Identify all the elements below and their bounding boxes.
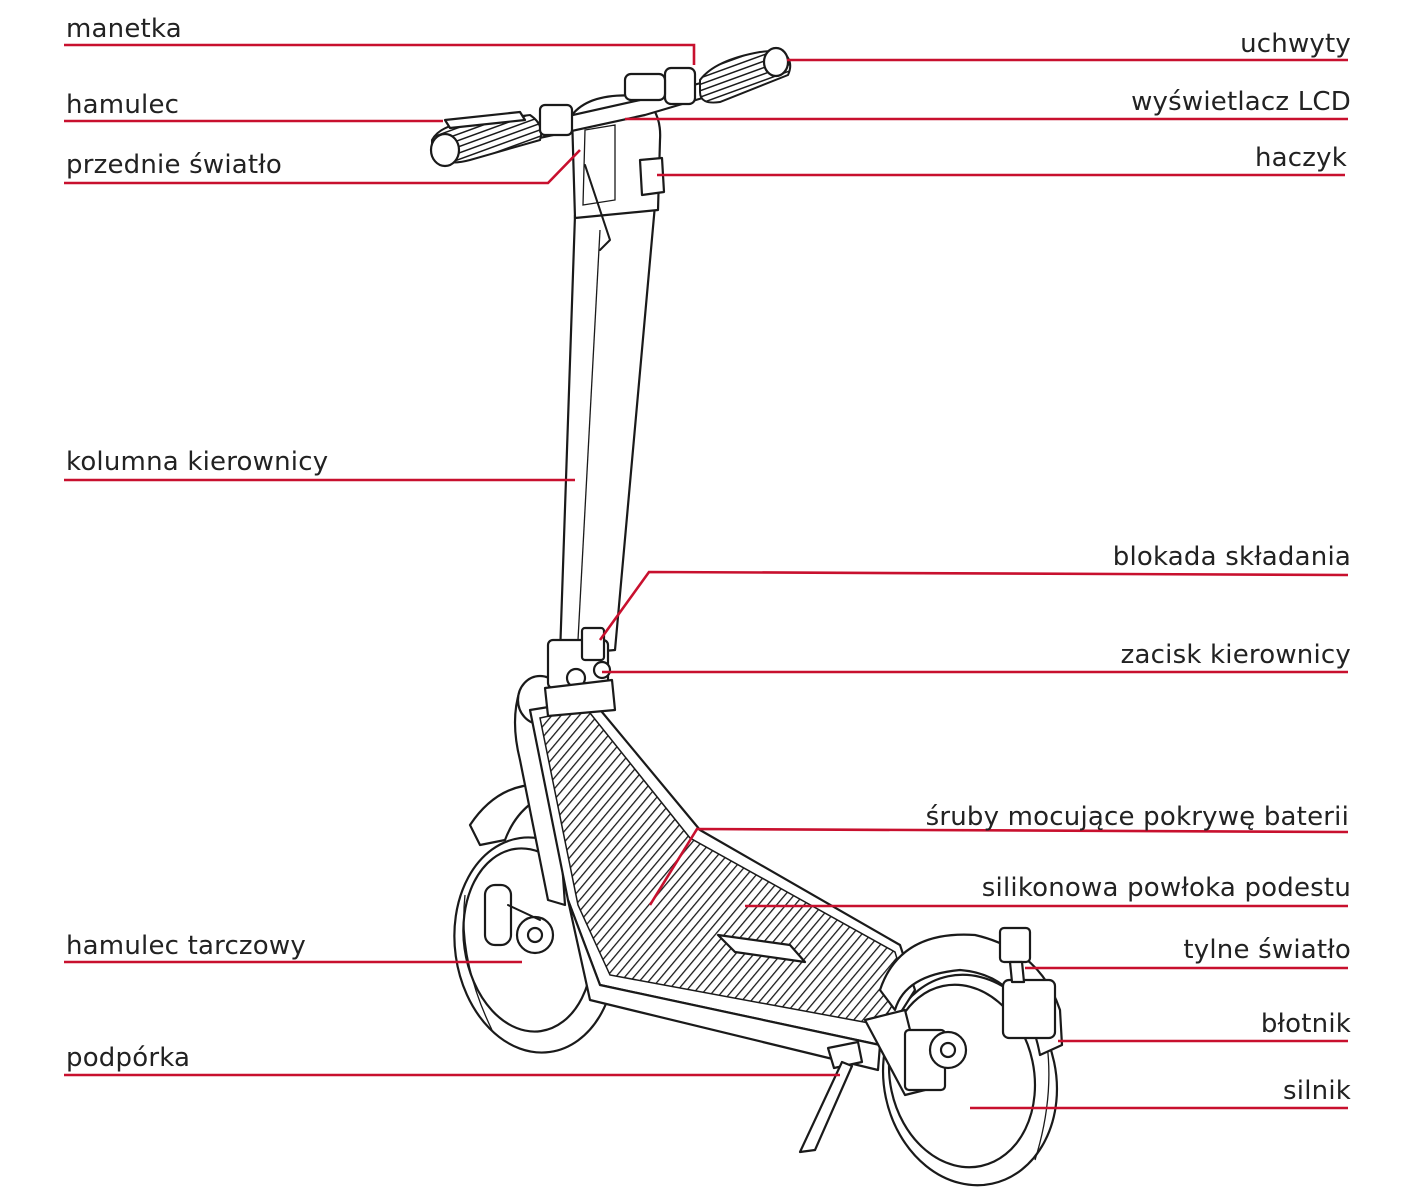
label-tylne-swiatlo: tylne światło <box>1183 935 1351 965</box>
label-podporka: podpórka <box>66 1043 191 1073</box>
label-zacisk-kierownicy: zacisk kierownicy <box>1120 640 1351 670</box>
label-silnik: silnik <box>1283 1076 1351 1106</box>
label-manetka: manetka <box>66 14 182 44</box>
stem <box>558 203 657 657</box>
label-kolumna-kierownicy: kolumna kierownicy <box>66 447 329 477</box>
label-hamulec-tarczowy: hamulec tarczowy <box>66 931 306 961</box>
label-uchwyty: uchwyty <box>1240 29 1351 59</box>
rear-fender <box>878 926 1064 1057</box>
label-haczyk: haczyk <box>1255 143 1347 173</box>
leader-przednie-swiatlo <box>64 149 581 185</box>
label-przednie-swiatlo: przednie światło <box>66 150 282 180</box>
leader-manetka <box>64 43 696 65</box>
leader-blokada <box>598 570 1349 641</box>
label-blotnik: błotnik <box>1260 1009 1351 1039</box>
label-blokada-skladania: blokada składania <box>1112 542 1351 572</box>
fold-clamp <box>543 626 617 718</box>
label-silikonowa-powloka: silikonowa powłoka podestu <box>981 873 1351 903</box>
scooter-drawing <box>429 46 1064 1187</box>
front-disc <box>483 883 555 955</box>
label-sruby-mocujace: śruby mocujące pokrywę baterii <box>925 802 1349 832</box>
leader-sruby <box>648 827 1349 906</box>
label-wyswietlacz-lcd: wyświetlacz LCD <box>1131 87 1351 117</box>
rear-hub <box>863 1008 968 1097</box>
label-hamulec: hamulec <box>66 90 180 120</box>
leader-lines <box>64 43 1349 1110</box>
handlebar <box>429 46 792 168</box>
deck-window <box>716 933 807 964</box>
kickstand <box>798 1040 864 1154</box>
